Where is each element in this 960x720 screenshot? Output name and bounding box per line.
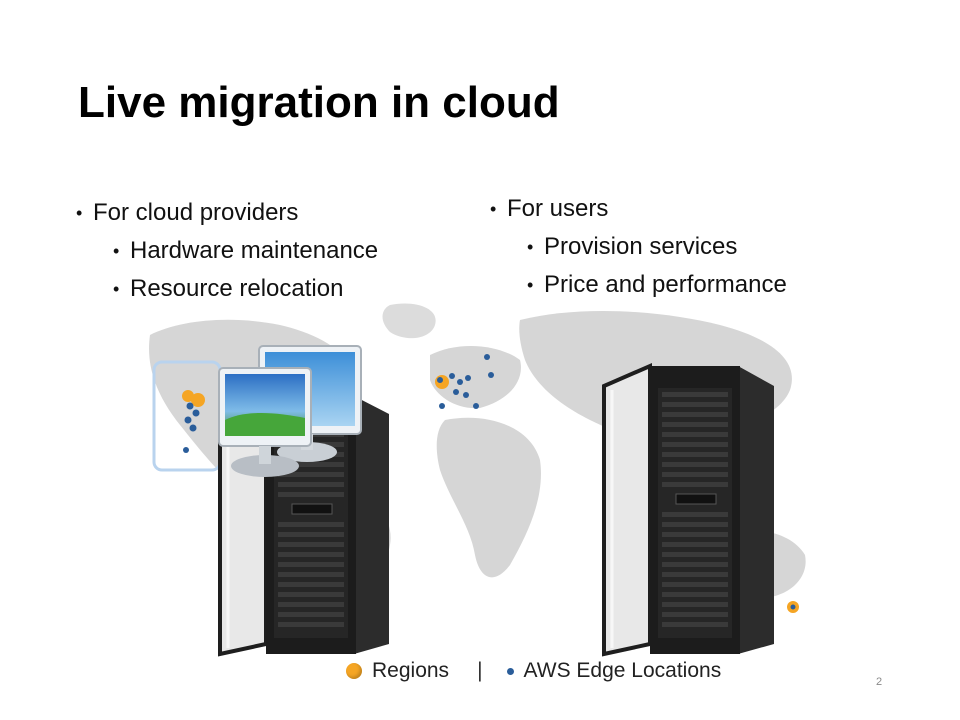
slide-title: Live migration in cloud	[78, 78, 560, 127]
bullet-item-hardware-maintenance: Hardware maintenance	[76, 232, 378, 270]
legend-separator: |	[477, 659, 483, 682]
bullet-heading-providers: For cloud providers	[76, 194, 378, 232]
bullet-item-resource-relocation: Resource relocation	[76, 270, 378, 308]
edge-dot-icon	[506, 667, 514, 675]
server-rack-right	[602, 362, 774, 657]
legend-regions-label: Regions	[372, 659, 450, 682]
region-dot-icon	[346, 663, 362, 679]
bullet-item-price-performance: Price and performance	[490, 266, 787, 304]
bullet-item-provision-services: Provision services	[490, 228, 787, 266]
legend-edge-label: AWS Edge Locations	[523, 659, 722, 682]
page-number: 2	[876, 676, 883, 688]
bullet-heading-users: For users	[490, 190, 787, 228]
bullet-list-providers: For cloud providers Hardware maintenance…	[76, 194, 378, 308]
monitor-icon	[218, 345, 362, 477]
map-legend: Regions | AWS Edge Locations	[346, 652, 721, 690]
bullet-list-users: For users Provision services Price and p…	[490, 190, 787, 304]
